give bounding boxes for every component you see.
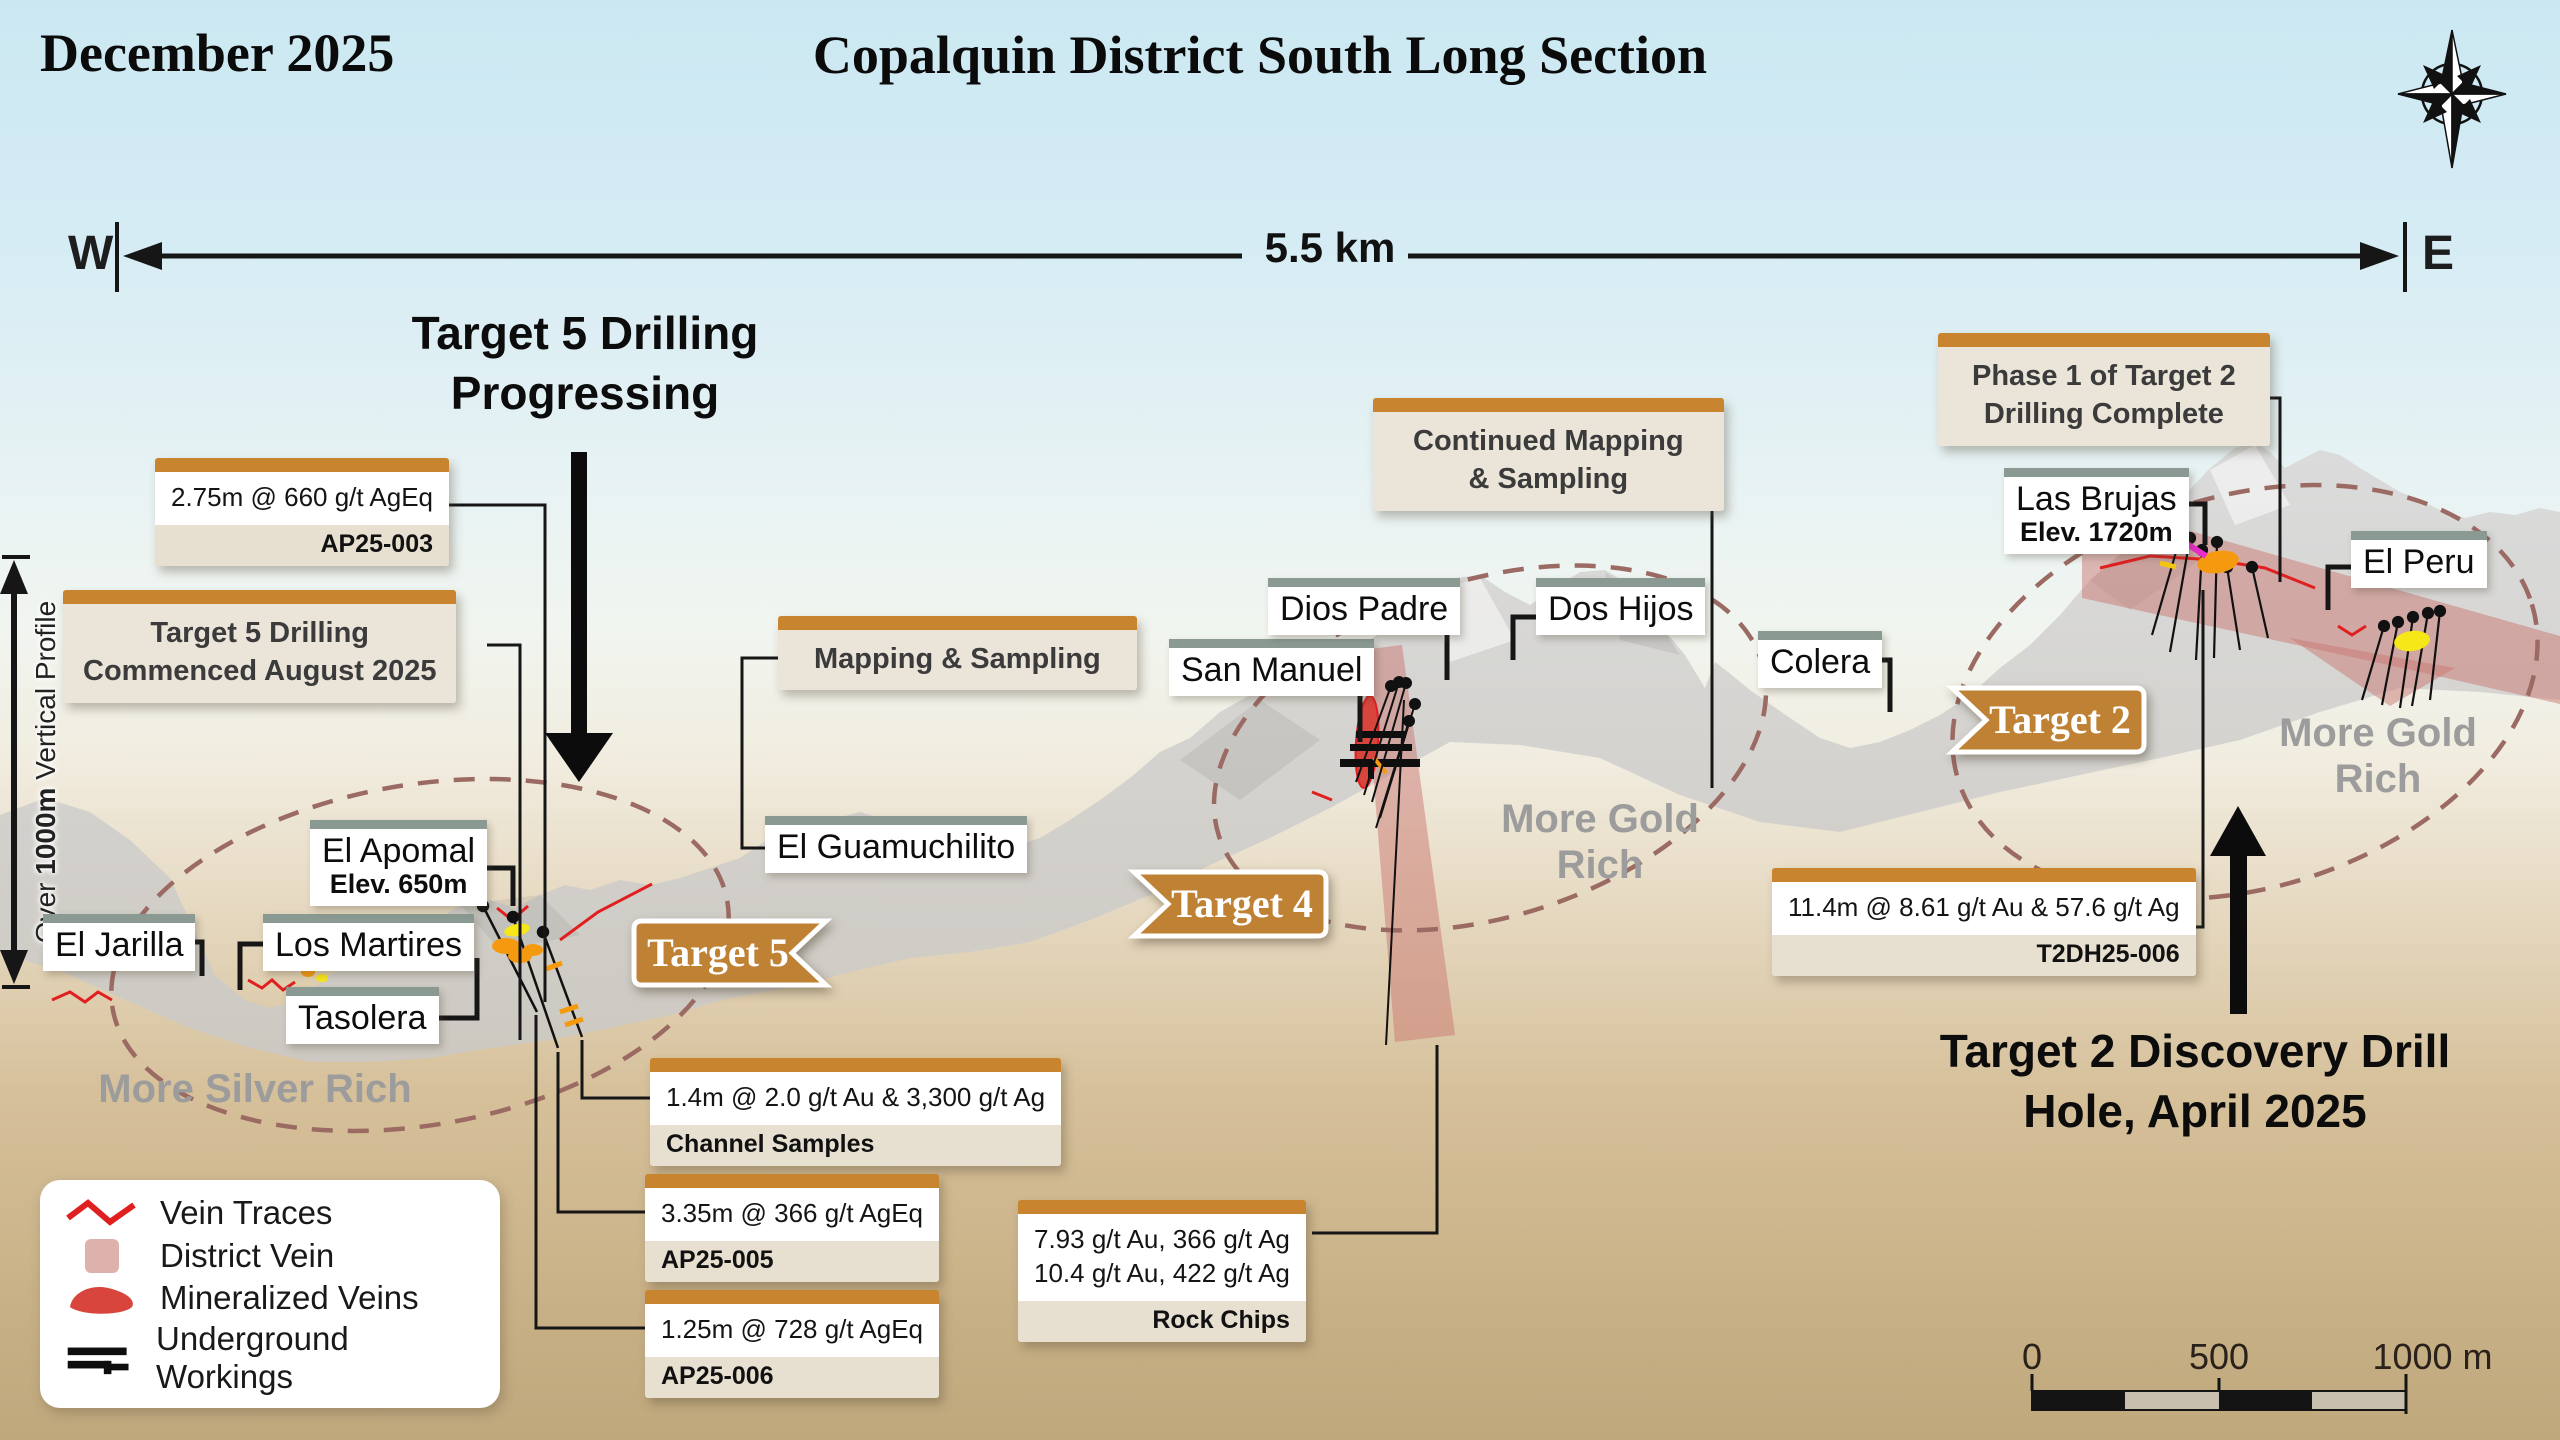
legend-item-mineralized-veins: Mineralized Veins [62, 1277, 478, 1319]
label-bar [286, 987, 439, 996]
legend-item-district-vein: District Vein [62, 1235, 478, 1277]
label-tasolera: Tasolera [286, 987, 439, 1044]
down-arrow [545, 452, 613, 782]
headline-target5-line2: Progressing [450, 366, 720, 419]
headline-target5-line1: Target 5 Drilling [411, 307, 759, 359]
legend: Vein Traces District Vein Mineralized Ve… [40, 1180, 500, 1408]
callout-source: AP25-003 [155, 524, 450, 566]
banner-target4: Target 4 [1127, 869, 1329, 939]
scalebar-graphic [2030, 1374, 2408, 1414]
note-accent-bar [1938, 333, 2270, 347]
working-marker [1372, 756, 1388, 775]
label-bar [1169, 639, 1375, 648]
callout-ap25-003: 2.75m @ 660 g/t AgEq AP25-003 [155, 458, 450, 566]
label-bar [310, 820, 488, 829]
label-los-martires: Los Martires [263, 914, 475, 971]
compass-icon [2397, 29, 2507, 169]
note-accent-bar [778, 616, 1137, 630]
vertical-profile-bold: 1000m [30, 787, 61, 875]
callout-accent-bar [645, 1174, 940, 1188]
zone-more-silver-rich: More Silver Rich [98, 1067, 412, 1111]
distance-arrow [115, 222, 2407, 292]
headline-target2: Target 2 Discovery Drill Hole, April 202… [1905, 1022, 2485, 1142]
headline-target2-line1: Target 2 Discovery Drill [1939, 1025, 2451, 1077]
vein-trace-icon [66, 1199, 136, 1227]
label-bar [1758, 631, 1883, 640]
legend-item-underground-workings: Underground Workings [62, 1320, 478, 1396]
label-bar [1268, 578, 1461, 587]
label-el-guamuchilito: El Guamuchilito [765, 816, 1028, 873]
note-accent-bar [1373, 398, 1724, 412]
callout-channel-samples: 1.4m @ 2.0 g/t Au & 3,300 g/t Ag Channel… [650, 1058, 1062, 1166]
callout-source: Channel Samples [650, 1124, 1062, 1166]
note-continued-mapping: Continued Mapping& Sampling [1373, 398, 1724, 511]
label-bar [765, 816, 1028, 825]
callout-ap25-006: 1.25m @ 728 g/t AgEq AP25-006 [645, 1290, 940, 1398]
underground-workings-icon [67, 1347, 129, 1374]
callout-accent-bar [645, 1290, 940, 1304]
distance-label: 5.5 km [1264, 224, 1396, 271]
scalebar-tick-1000: 1000 m [2372, 1336, 2493, 1377]
label-dos-hijos: Dos Hijos [1536, 578, 1706, 635]
district-vein-icon [85, 1238, 119, 1273]
callout-accent-bar [1018, 1200, 1306, 1214]
drill-intercepts-target5 [301, 923, 584, 1028]
page-title: Copalquin District South Long Section [812, 25, 1708, 85]
label-bar [2351, 531, 2487, 540]
note-accent-bar [63, 590, 457, 604]
callout-source: AP25-005 [645, 1240, 940, 1282]
label-bar [2004, 468, 2189, 477]
note-mapping-sampling: Mapping & Sampling [778, 616, 1137, 691]
callout-source: AP25-006 [645, 1356, 940, 1398]
label-el-peru: El Peru [2351, 531, 2487, 588]
vertical-profile-suffix: Vertical Profile [30, 600, 61, 788]
label-bar [43, 914, 196, 923]
banner-target2: Target 2 [1945, 685, 2147, 755]
headline-target2-line2: Hole, April 2025 [2023, 1084, 2367, 1137]
callout-accent-bar [1772, 868, 2196, 882]
scalebar-tick-500: 500 [2188, 1336, 2250, 1377]
label-bar [263, 914, 475, 923]
vertical-profile-label: Over 1000m Vertical Profile [30, 601, 62, 943]
east-label: E [2422, 227, 2455, 280]
svg-text:Target 5: Target 5 [647, 930, 789, 975]
label-san-manuel: San Manuel [1169, 639, 1375, 696]
label-colera: Colera [1758, 631, 1883, 688]
drill-fan-san-manuel [1355, 676, 1421, 1046]
svg-text:Target 4: Target 4 [1171, 881, 1313, 926]
west-label: W [68, 227, 114, 280]
callout-accent-bar [155, 458, 450, 472]
callout-t2dh25-006: 11.4m @ 8.61 g/t Au & 57.6 g/t Ag T2DH25… [1772, 868, 2196, 976]
label-el-jarilla: El Jarilla [43, 914, 196, 971]
callout-source: T2DH25-006 [1772, 934, 2196, 976]
headline-target5: Target 5 Drilling Progressing [365, 304, 805, 424]
banner-target5: Target 5 [631, 918, 833, 988]
label-dios-padre: Dios Padre [1268, 578, 1461, 635]
drill-intercept-el-peru [2394, 630, 2430, 652]
report-date: December 2025 [40, 23, 395, 83]
label-bar [1536, 578, 1706, 587]
up-arrow [2210, 806, 2266, 1014]
callout-source: Rock Chips [1018, 1300, 1306, 1342]
callout-accent-bar [650, 1058, 1062, 1072]
scalebar-tick-0: 0 [2021, 1336, 2043, 1377]
vertical-profile-arrow [0, 555, 30, 989]
svg-text:Target 2: Target 2 [1989, 697, 2131, 742]
callout-ap25-005: 3.35m @ 366 g/t AgEq AP25-005 [645, 1174, 940, 1282]
legend-item-vein-traces: Vein Traces [62, 1192, 478, 1234]
mineralized-veins-icon [70, 1287, 133, 1314]
